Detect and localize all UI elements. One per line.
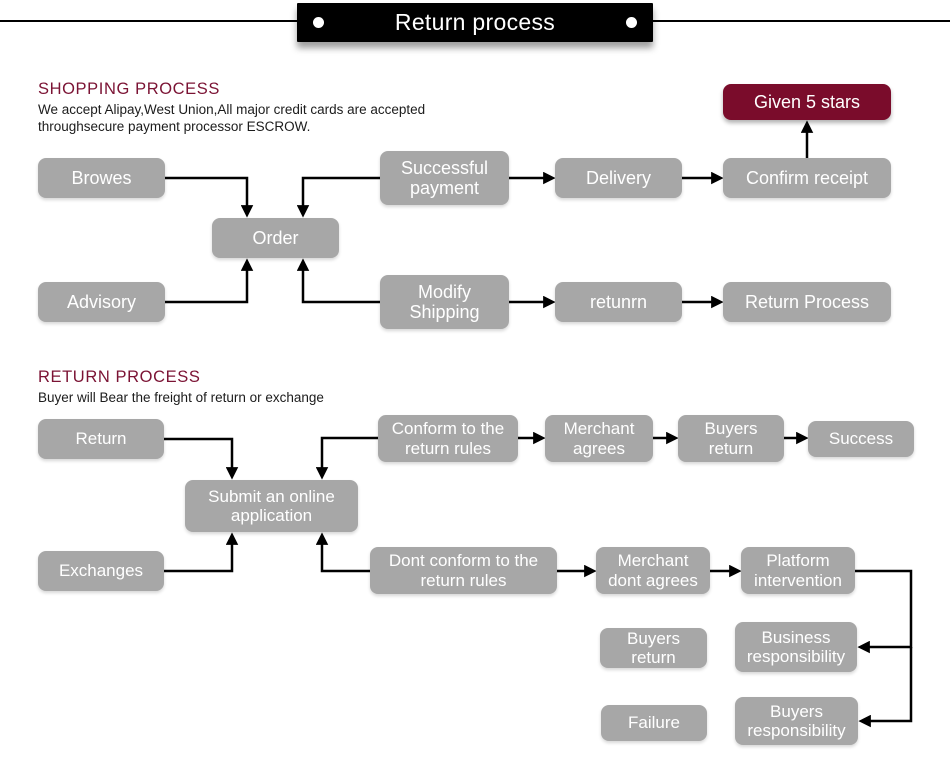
node-failure: Failure: [601, 705, 707, 741]
node-return-process: Return Process: [723, 282, 891, 322]
node-submit-online-application: Submit an online application: [185, 480, 358, 532]
node-modify-shipping: Modify Shipping: [380, 275, 509, 329]
return-section-heading: RETURN PROCESS: [38, 368, 201, 386]
banner-left-rule: [0, 20, 297, 22]
node-return: Return: [38, 419, 164, 459]
banner-right-rule: [653, 20, 950, 22]
node-order: Order: [212, 218, 339, 258]
node-given-5-stars: Given 5 stars: [723, 84, 891, 120]
node-success: Success: [808, 421, 914, 457]
node-merchant-dont-agrees: Merchant dont agrees: [596, 547, 710, 594]
node-buyers-responsibility: Buyers responsibility: [735, 697, 858, 745]
shopping-description-line-1: We accept Alipay,West Union,All major cr…: [38, 102, 426, 117]
title-banner: Return process: [297, 3, 653, 42]
node-platform-intervention: Platform intervention: [741, 547, 855, 594]
node-exchanges: Exchanges: [38, 551, 164, 591]
shopping-section-heading: SHOPPING PROCESS: [38, 80, 220, 98]
node-buyers-return: Buyers return: [678, 415, 784, 462]
node-confirm-receipt: Confirm receipt: [723, 158, 891, 198]
node-dont-conform-to-return-rules: Dont conform to the return rules: [370, 547, 557, 594]
node-browes: Browes: [38, 158, 165, 198]
node-conform-to-return-rules: Conform to the return rules: [378, 415, 518, 462]
bullet-dot-icon: [313, 17, 324, 28]
node-delivery: Delivery: [555, 158, 682, 198]
page-title: Return process: [394, 9, 556, 35]
node-buyers-return: Buyers return: [600, 628, 707, 668]
bullet-dot-icon: [625, 17, 637, 28]
node-successful-payment: Successful payment: [380, 151, 509, 205]
node-retunrn: retunrn: [555, 282, 682, 322]
node-advisory: Advisory: [38, 282, 165, 322]
shopping-section-description: We accept Alipay,West Union,All major cr…: [38, 101, 425, 135]
node-business-responsibility: Business responsibility: [735, 622, 857, 672]
shopping-description-line-2: throughsecure payment processor ESCROW.: [38, 119, 311, 134]
node-merchant-agrees: Merchant agrees: [545, 415, 653, 462]
return-section-description: Buyer will Bear the freight of return or…: [38, 390, 324, 405]
